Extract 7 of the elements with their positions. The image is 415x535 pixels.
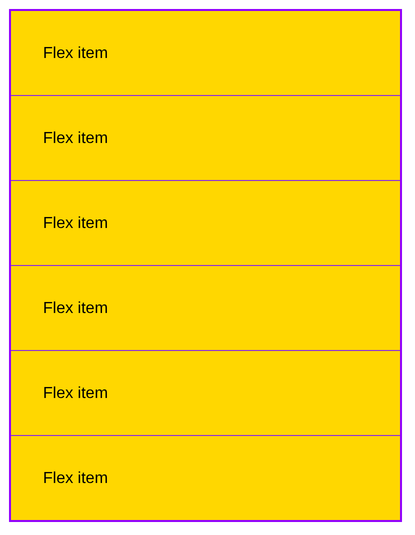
flex-container: [9, 9, 402, 522]
item-label: Flex item: [43, 214, 108, 232]
item-label: Flex item: [43, 384, 108, 402]
item-label: Flex item: [43, 128, 108, 148]
item-label: Flex item: [43, 468, 108, 488]
item-label: Flex item: [43, 44, 108, 62]
item-label: Flex item: [43, 298, 108, 318]
